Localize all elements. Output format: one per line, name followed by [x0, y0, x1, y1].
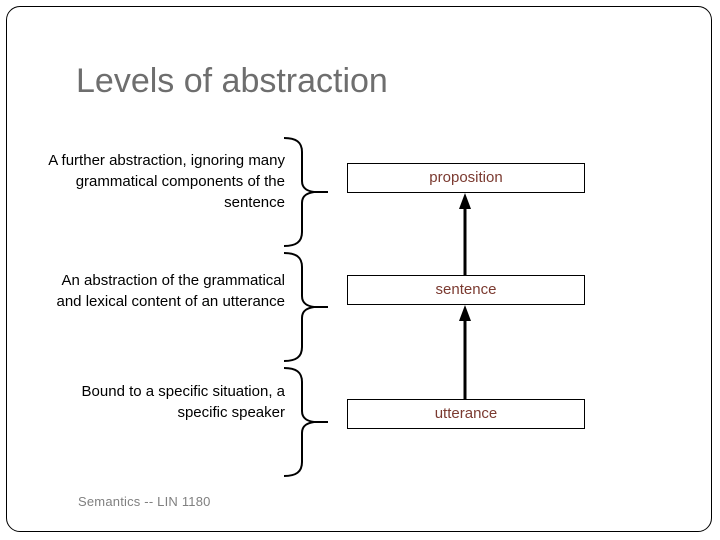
curly-brace-right-icon	[282, 366, 328, 478]
curly-brace-right-icon	[282, 251, 328, 363]
level-description-utterance: Bound to a specific situation, a specifi…	[81, 383, 285, 421]
level-box-utterance[interactable]: utterance	[347, 399, 585, 429]
level-description-sentence: An abstraction of the grammatical and le…	[56, 272, 286, 310]
level-box-label-utterance: utterance	[434, 405, 498, 422]
level-box-proposition[interactable]: proposition	[347, 163, 585, 193]
page-title: Levels of abstraction	[76, 62, 388, 100]
level-box-label-proposition: proposition	[429, 169, 503, 186]
level-box-label-sentence: sentence	[435, 281, 497, 298]
footer-note: Semantics -- LIN 1180	[78, 494, 211, 509]
level-description-proposition: A further abstraction, ignoring many gra…	[48, 152, 285, 211]
level-box-sentence[interactable]: sentence	[347, 275, 585, 305]
curly-brace-right-icon	[282, 136, 328, 248]
arrow-up-icon	[455, 193, 475, 275]
arrow-up-icon	[455, 305, 475, 399]
